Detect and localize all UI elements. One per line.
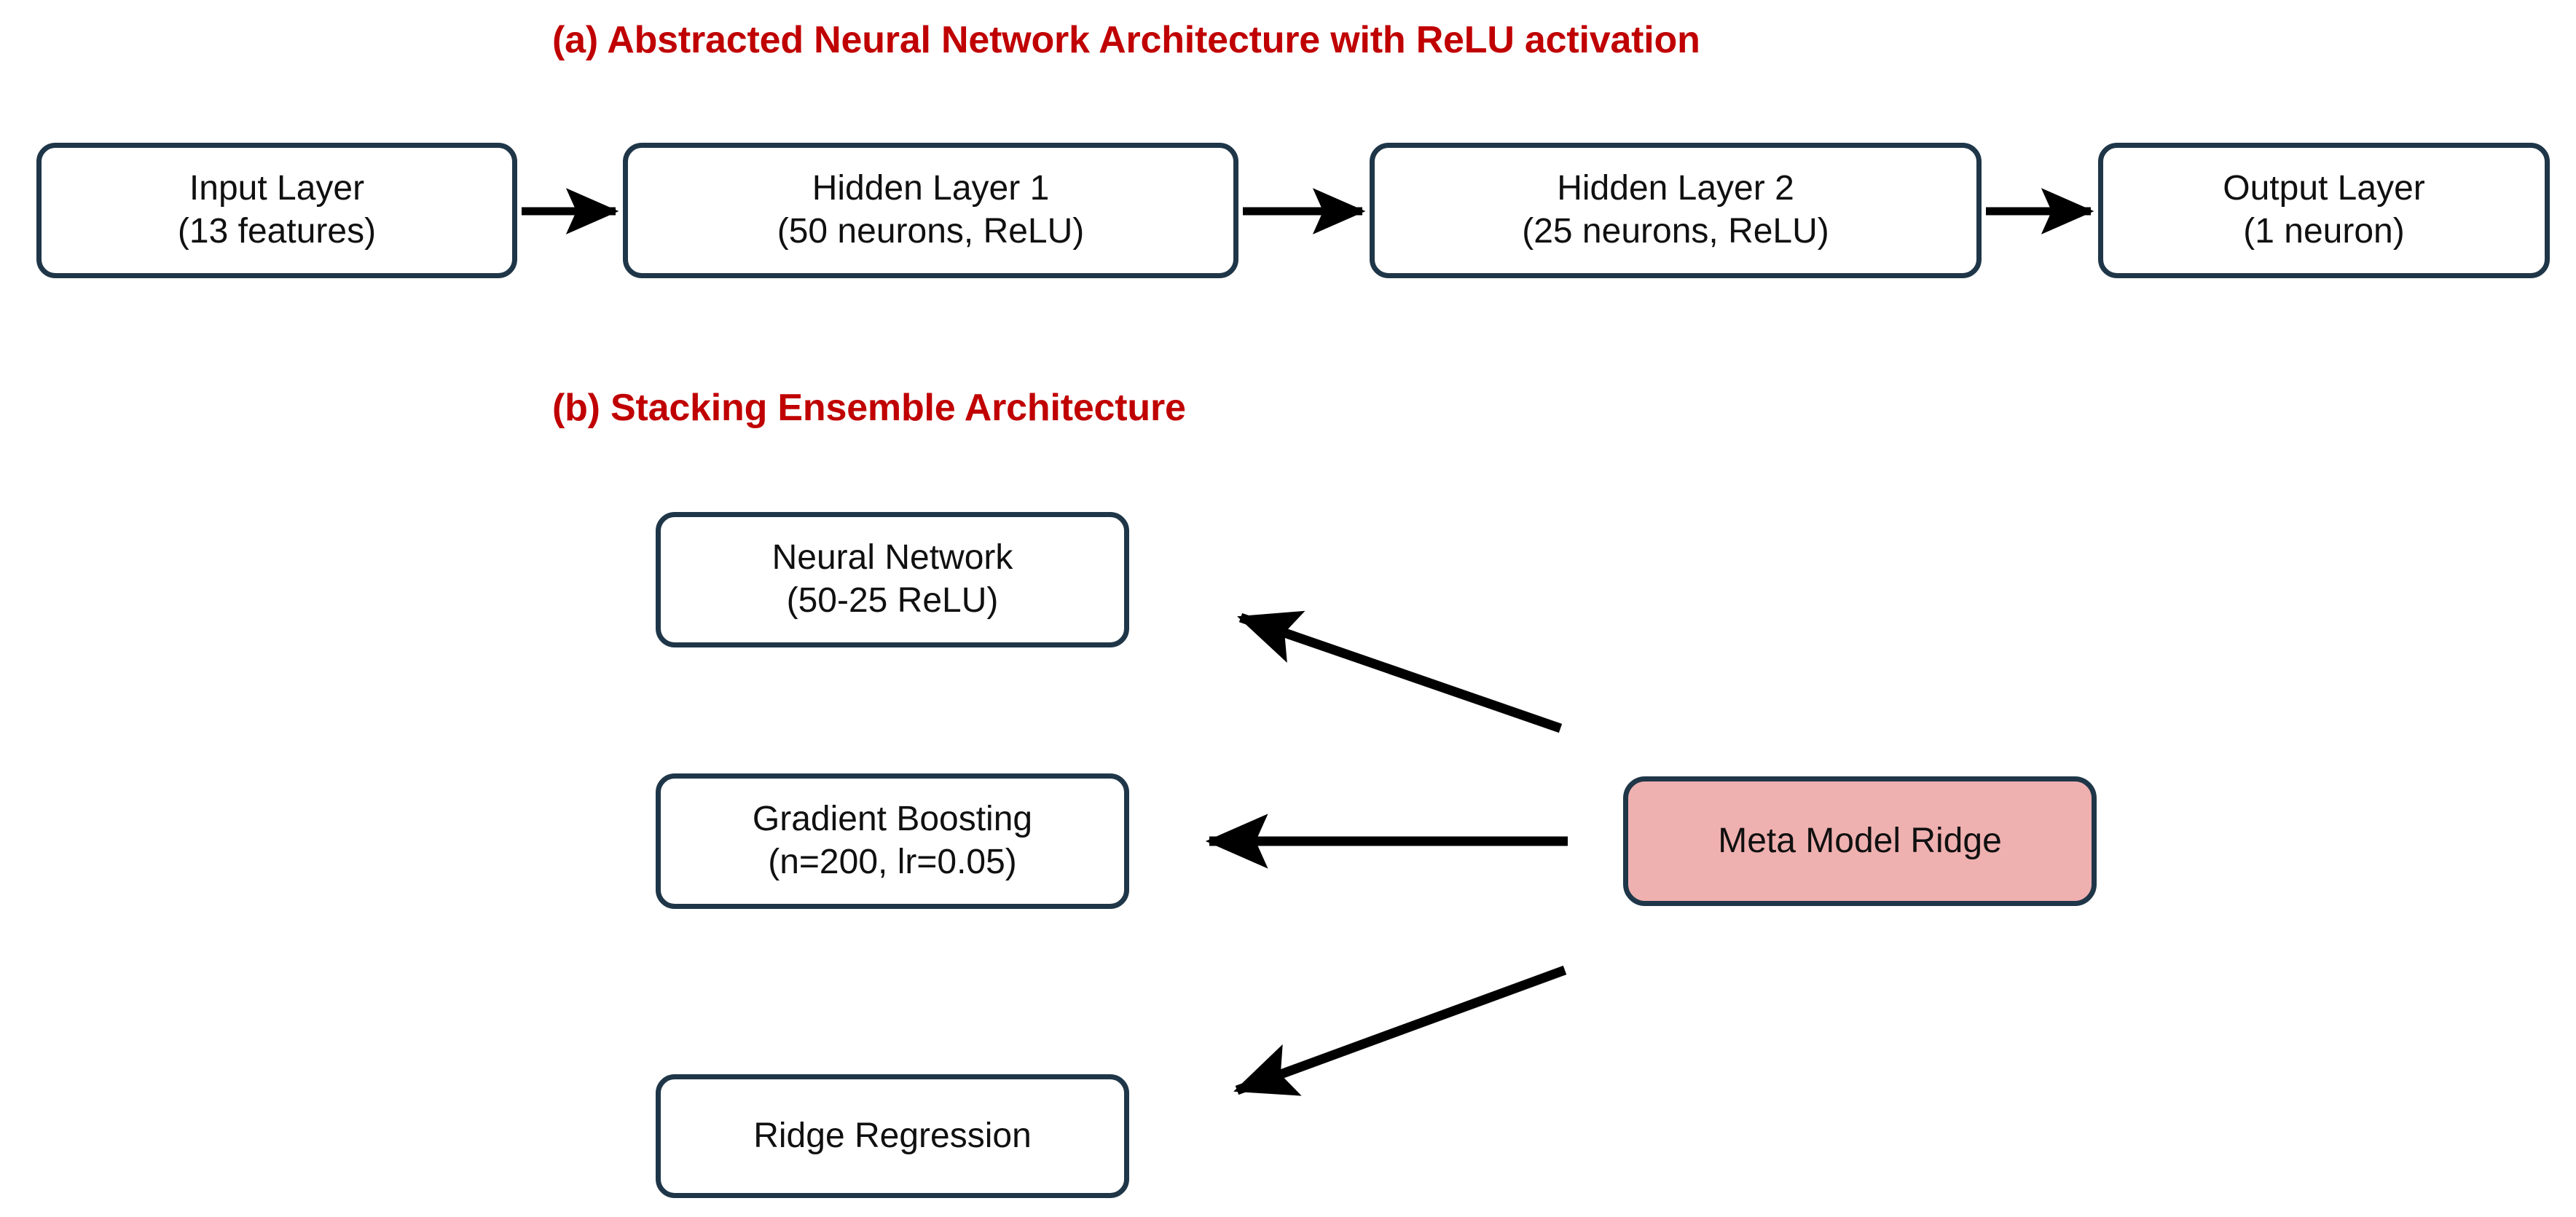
section-b-title: (b) Stacking Ensemble Architecture — [552, 387, 1186, 429]
node-neural-network: Neural Network (50-25 ReLU) — [656, 512, 1129, 647]
node-gradient-boosting: Gradient Boosting (n=200, lr=0.05) — [656, 773, 1129, 909]
node-hidden-layer-2: Hidden Layer 2 (25 neurons, ReLU) — [1370, 143, 1982, 278]
section-a-title: (a) Abstracted Neural Network Architectu… — [552, 19, 1700, 61]
node-meta-model-ridge: Meta Model Ridge — [1623, 776, 2097, 906]
arrow-meta-to-neural-network — [1237, 610, 1563, 733]
node-meta-model-ridge-line1: Meta Model Ridge — [1718, 821, 2002, 860]
arrow-meta-to-ridge-regression — [1233, 965, 1567, 1096]
node-ridge-regression: Ridge Regression — [656, 1074, 1129, 1198]
node-output-layer-line1: Output Layer — [2223, 169, 2425, 208]
node-hidden-layer-2-line1: Hidden Layer 2 — [1557, 169, 1794, 208]
node-gradient-boosting-line1: Gradient Boosting — [752, 800, 1033, 839]
node-ridge-regression-line1: Ridge Regression — [753, 1116, 1032, 1155]
node-hidden-layer-1-line1: Hidden Layer 1 — [812, 169, 1050, 208]
node-gradient-boosting-line2: (n=200, lr=0.05) — [768, 843, 1017, 881]
node-input-layer-line1: Input Layer — [189, 169, 365, 208]
node-input-layer: Input Layer (13 features) — [36, 143, 517, 278]
node-output-layer: Output Layer (1 neuron) — [2098, 143, 2550, 278]
node-neural-network-line2: (50-25 ReLU) — [786, 581, 999, 620]
node-input-layer-line2: (13 features) — [177, 212, 377, 251]
node-hidden-layer-1: Hidden Layer 1 (50 neurons, ReLU) — [623, 143, 1238, 278]
node-hidden-layer-1-line2: (50 neurons, ReLU) — [777, 212, 1085, 251]
node-neural-network-line1: Neural Network — [771, 538, 1013, 578]
node-hidden-layer-2-line2: (25 neurons, ReLU) — [1522, 212, 1829, 251]
node-output-layer-line2: (1 neuron) — [2243, 212, 2405, 251]
